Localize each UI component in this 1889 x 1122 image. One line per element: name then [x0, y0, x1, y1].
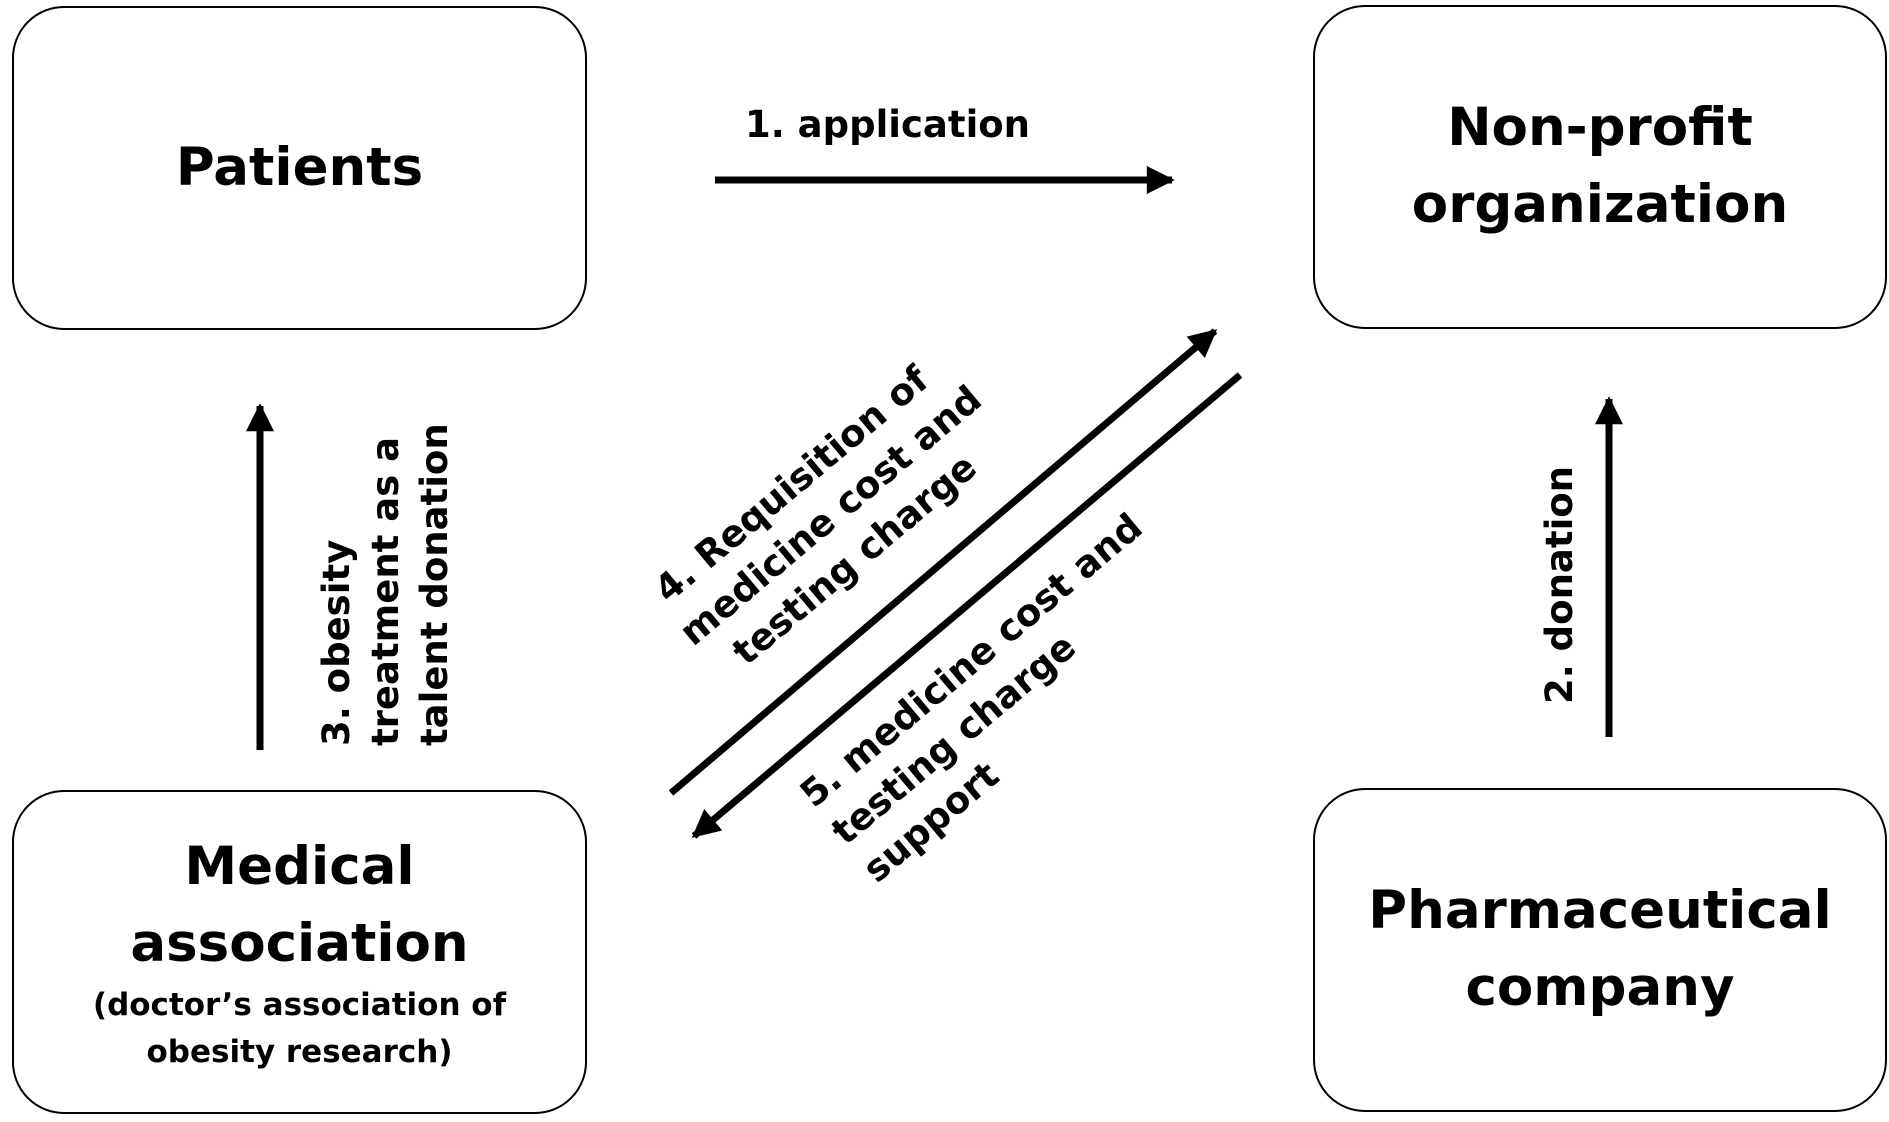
label-obesity-line1: 3. obesity: [315, 539, 358, 746]
node-medical-sub-line1: (doctor’s association of: [92, 987, 507, 1024]
label-obesity-line3: talent donation: [413, 423, 457, 746]
node-nonprofit-title-line2: organization: [1411, 174, 1789, 235]
node-medical-sub-line2: obesity research): [146, 1033, 453, 1070]
node-pharma-title-line2: company: [1465, 957, 1735, 1018]
node-medical-title-line2: association: [130, 912, 469, 974]
node-pharmaceutical-company: Pharmaceutical company: [1313, 788, 1887, 1112]
label-application: 1. application: [745, 103, 1031, 146]
label-obesity-treatment: 3. obesity treatment as a talent donatio…: [312, 423, 462, 746]
label-obesity-line2: treatment as a: [364, 436, 408, 746]
node-patients-title: Patients: [175, 136, 424, 198]
label-donation: 2. donation: [1535, 466, 1585, 704]
node-nonprofit-title-line1: Non-profit: [1447, 97, 1753, 159]
arrow-requisition: [668, 328, 1218, 796]
arrow-support: [691, 372, 1243, 839]
node-pharma-title-line1: Pharmaceutical: [1368, 880, 1832, 942]
node-medical-title-line1: Medical: [184, 835, 415, 897]
label-donation-text: 2. donation: [1538, 465, 1581, 704]
node-nonprofit-organization: Non-profit organization: [1313, 5, 1887, 329]
node-medical-association: Medical association (doctor’s associatio…: [12, 790, 587, 1114]
node-patients: Patients: [12, 6, 587, 330]
